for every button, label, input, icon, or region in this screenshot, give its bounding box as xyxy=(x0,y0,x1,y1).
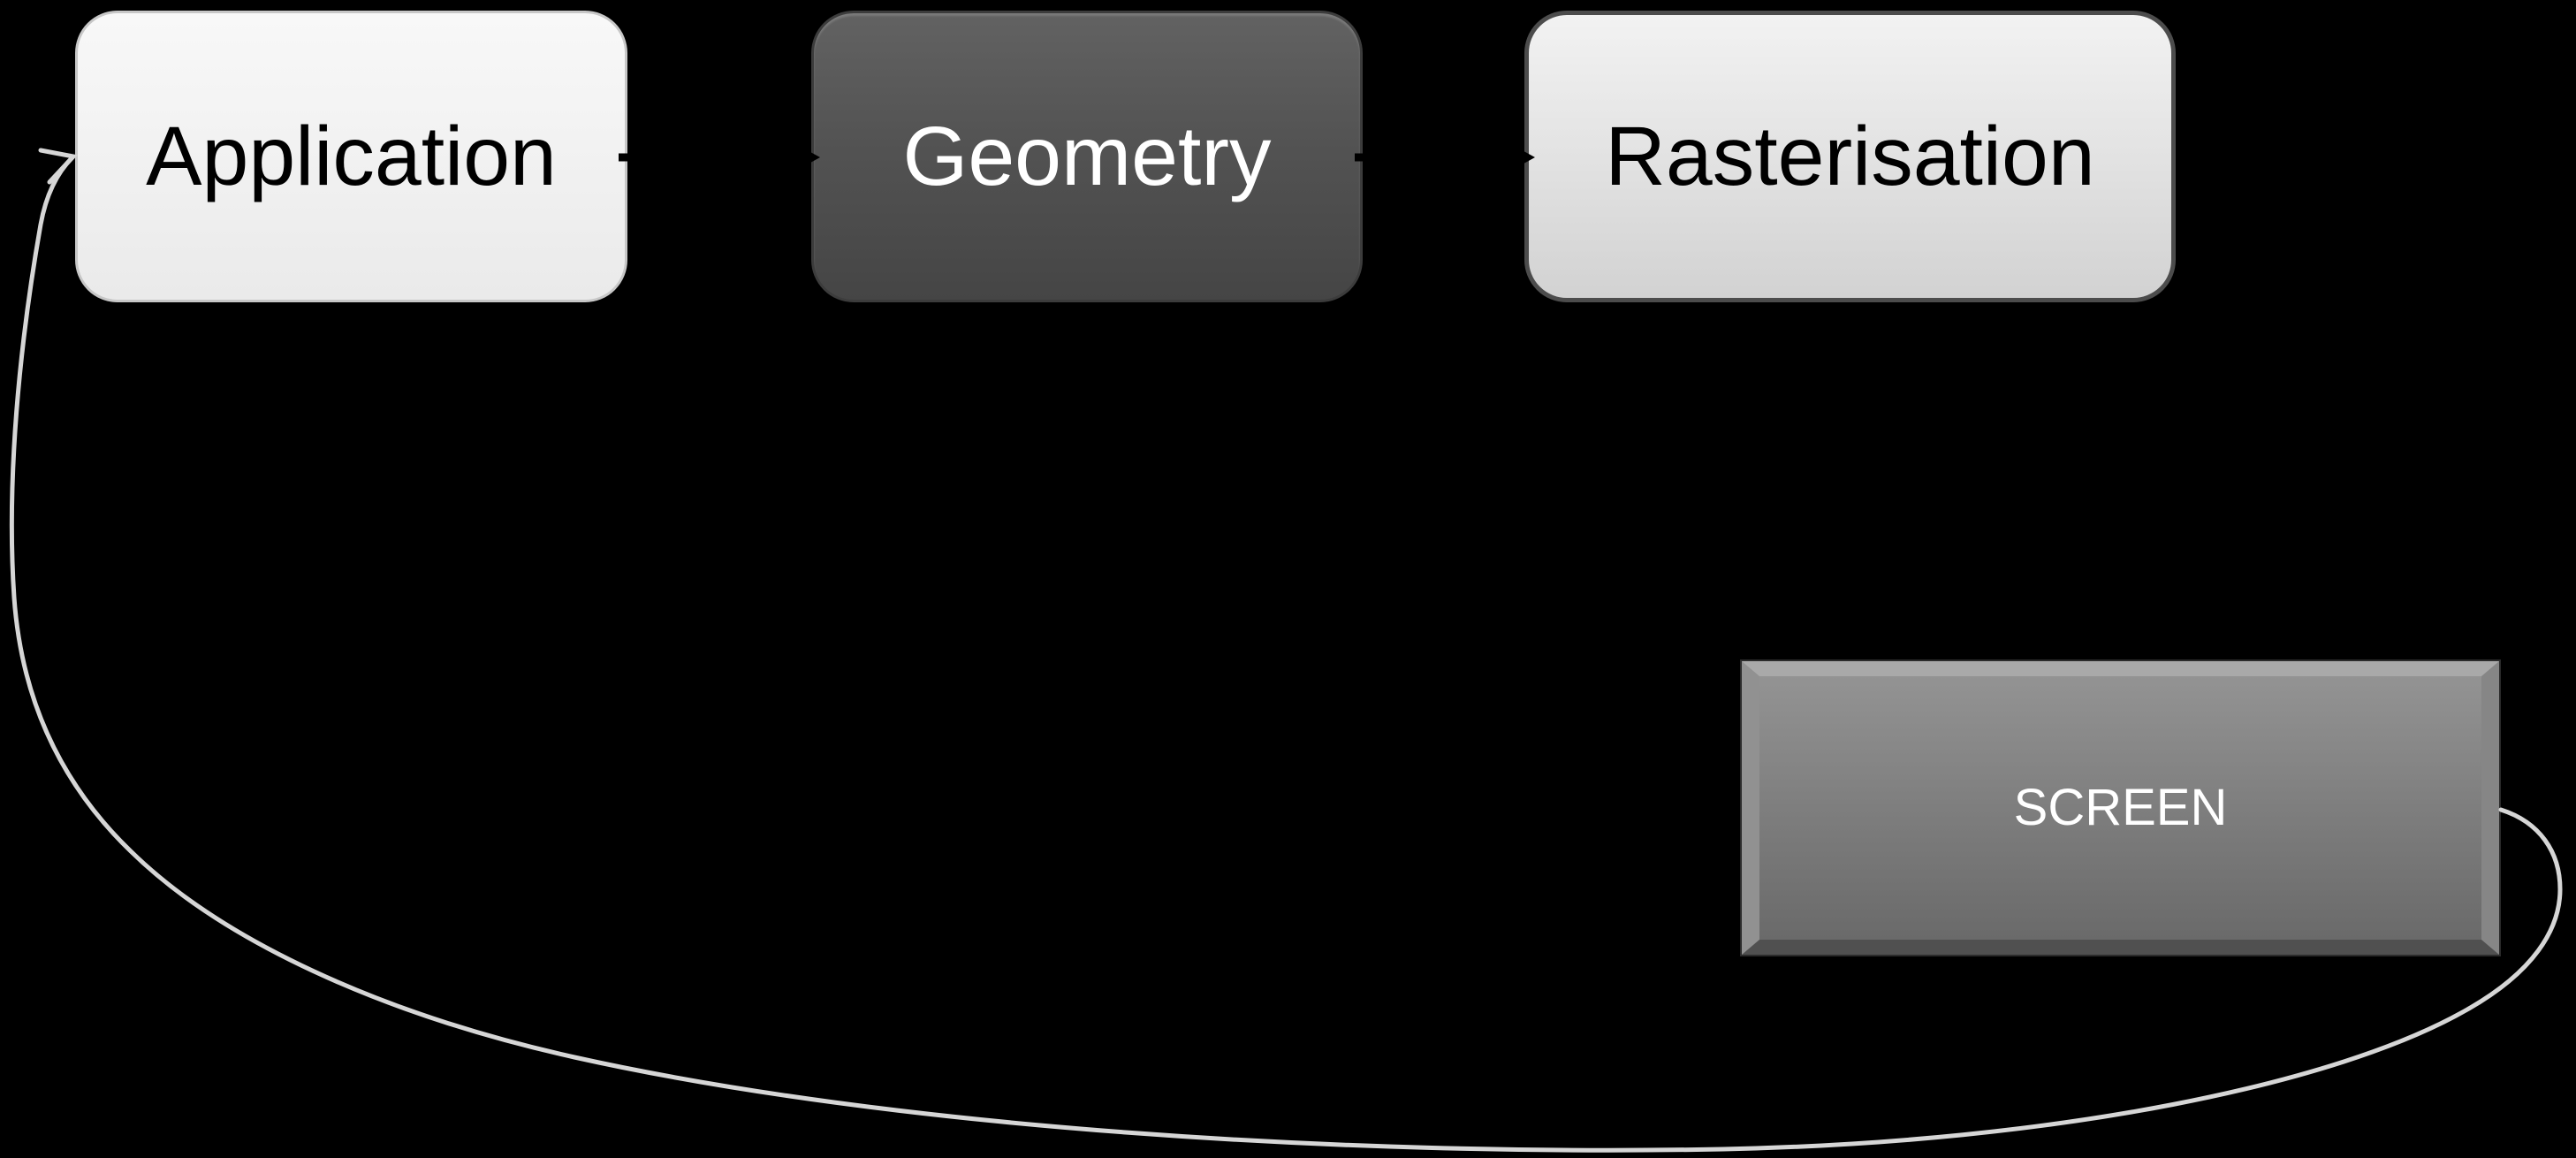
node-geometry: Geometry xyxy=(811,11,1363,302)
node-screen: SCREEN xyxy=(1742,661,2499,955)
node-rasterisation-label: Rasterisation xyxy=(1605,109,2095,203)
node-rasterisation: Rasterisation xyxy=(1524,11,2176,302)
hidden-connector-geometry-rasterisation xyxy=(1355,148,1535,167)
node-screen-label: SCREEN xyxy=(2013,779,2228,836)
node-geometry-label: Geometry xyxy=(902,109,1272,203)
hidden-connector-application-geometry xyxy=(619,148,820,167)
feedback-arrowhead xyxy=(38,148,78,185)
feedback-curve xyxy=(9,155,2563,1153)
node-application-label: Application xyxy=(146,109,557,203)
node-application: Application xyxy=(75,11,627,302)
